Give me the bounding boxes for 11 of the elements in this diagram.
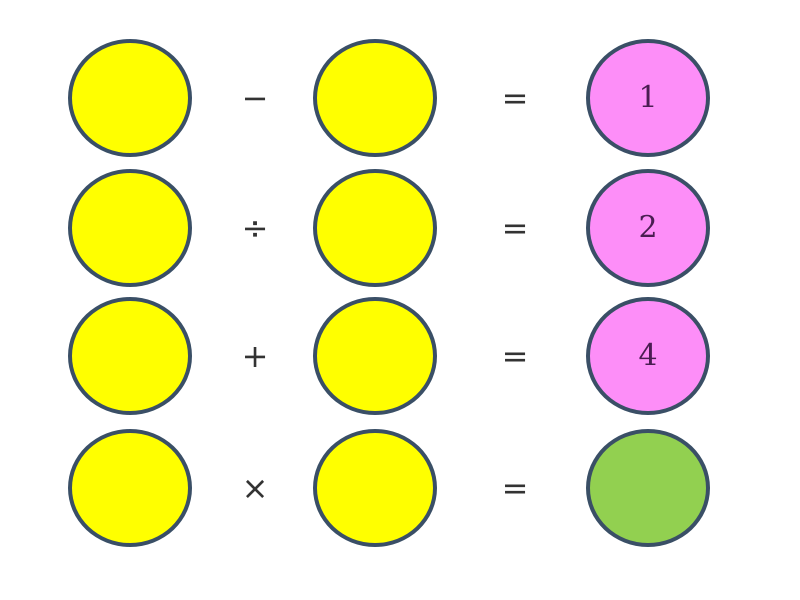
circle-number: 2 [638, 213, 658, 243]
operator-symbol: + [242, 340, 268, 372]
equals-sign: = [502, 212, 528, 244]
operator-symbol: × [242, 472, 268, 504]
circle-number: 4 [638, 341, 658, 371]
operator-symbol: − [242, 82, 268, 114]
operator-symbol: ÷ [242, 212, 268, 244]
equals-sign: = [502, 472, 528, 504]
circle-number: 1 [638, 83, 658, 113]
equals-sign: = [502, 340, 528, 372]
equals-sign: = [502, 82, 528, 114]
